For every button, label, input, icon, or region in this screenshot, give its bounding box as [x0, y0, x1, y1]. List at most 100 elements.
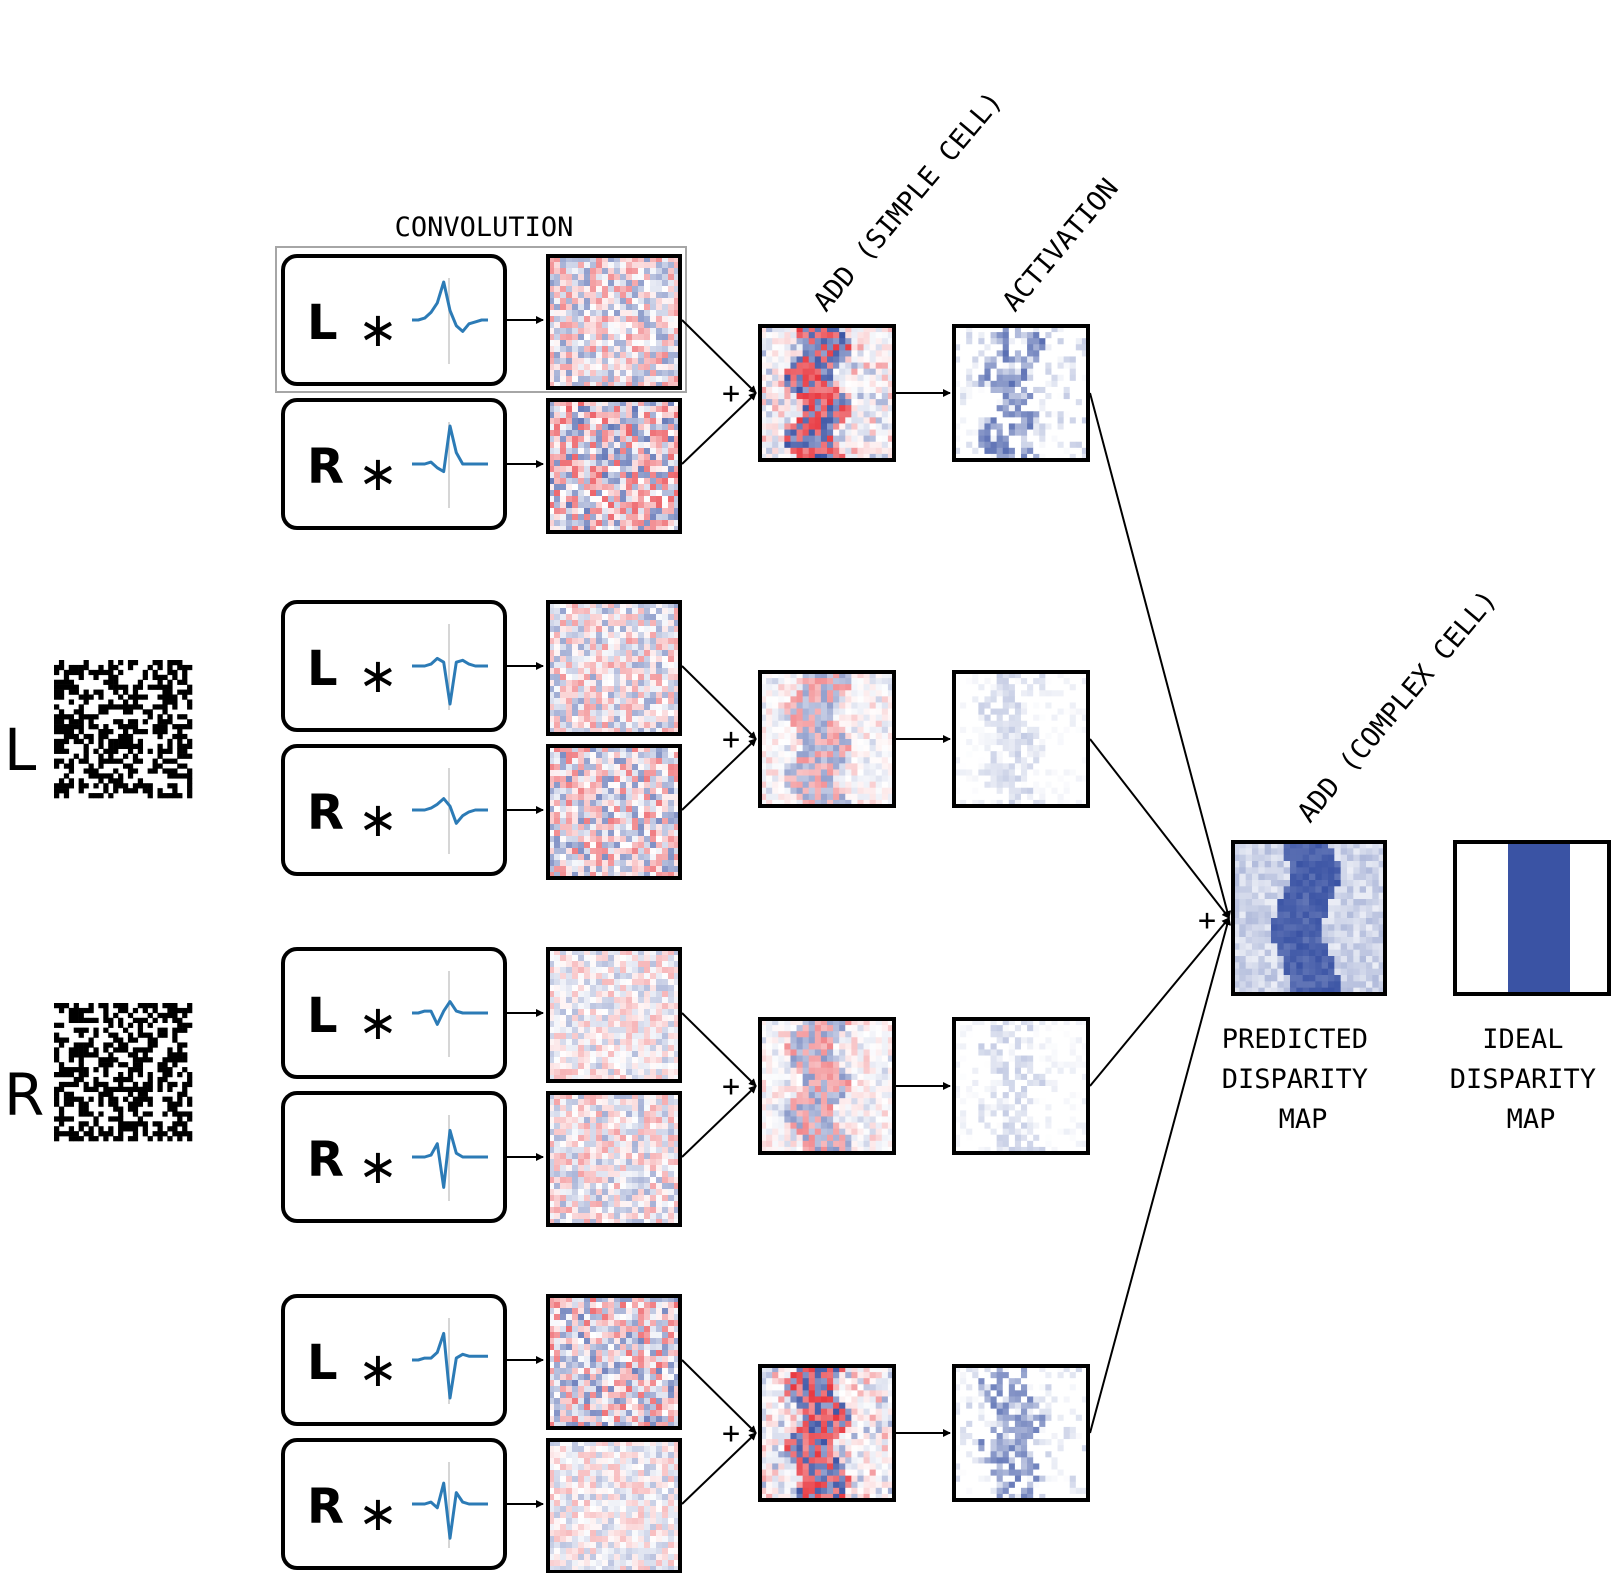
- map-pixel: [814, 411, 822, 418]
- map-pixel: [881, 453, 889, 461]
- map-pixel: [572, 412, 579, 419]
- map-pixel: [857, 787, 864, 795]
- stereogram-dot: [54, 1072, 60, 1078]
- map-pixel: [548, 614, 555, 621]
- map-pixel: [839, 447, 846, 455]
- map-pixel: [632, 656, 639, 663]
- map-pixel: [760, 696, 767, 703]
- map-pixel: [839, 399, 846, 406]
- map-pixel: [802, 423, 810, 430]
- map-pixel: [668, 358, 675, 365]
- map-pixel: [602, 304, 609, 311]
- map-pixel: [590, 806, 597, 813]
- map-pixel: [626, 686, 633, 693]
- map-pixel: [668, 484, 675, 491]
- map-pixel: [602, 686, 609, 693]
- map-pixel: [572, 364, 579, 371]
- map-pixel: [548, 328, 555, 335]
- stereogram-dot: [93, 1067, 99, 1073]
- map-pixel: [626, 478, 633, 485]
- map-pixel: [857, 374, 864, 382]
- map-pixel: [596, 979, 603, 986]
- map-pixel: [668, 466, 675, 473]
- map-pixel: [608, 716, 615, 723]
- map-pixel: [614, 728, 621, 735]
- map-pixel: [1075, 708, 1083, 716]
- map-pixel: [766, 380, 773, 388]
- map-pixel: [638, 364, 645, 371]
- map-pixel: [784, 405, 791, 412]
- map-pixel: [584, 614, 591, 621]
- map-pixel: [548, 722, 555, 729]
- map-pixel: [1057, 332, 1065, 339]
- map-pixel: [644, 704, 651, 711]
- map-pixel: [644, 322, 651, 329]
- map-pixel: [808, 332, 816, 339]
- map-pixel: [790, 799, 797, 807]
- map-pixel: [632, 686, 639, 693]
- map-pixel: [656, 274, 663, 281]
- map-pixel: [875, 393, 883, 400]
- map-pixel: [1081, 405, 1089, 412]
- map-pixel: [808, 702, 816, 709]
- map-pixel: [966, 799, 973, 807]
- stereogram-dot: [162, 1111, 168, 1117]
- map-pixel: [1021, 672, 1028, 679]
- map-pixel: [833, 757, 840, 764]
- map-pixel: [662, 632, 669, 639]
- map-pixel: [674, 316, 681, 323]
- map-pixel: [608, 406, 615, 413]
- map-pixel: [881, 726, 889, 734]
- map-pixel: [802, 405, 810, 412]
- map-pixel: [614, 656, 621, 663]
- map-pixel: [626, 788, 633, 795]
- stereogram-dot: [182, 763, 188, 769]
- map-pixel: [978, 757, 985, 764]
- map-pixel: [814, 453, 822, 461]
- stereogram-dot: [172, 1057, 178, 1063]
- map-pixel: [1027, 793, 1034, 801]
- map-pixel: [554, 1003, 561, 1010]
- map-pixel: [990, 447, 998, 455]
- map-pixel: [960, 374, 967, 382]
- map-pixel: [1081, 702, 1089, 709]
- map-pixel: [996, 751, 1004, 758]
- map-pixel: [790, 720, 797, 728]
- map-pixel: [662, 704, 669, 711]
- map-pixel: [790, 332, 797, 339]
- map-pixel: [644, 949, 651, 956]
- map-pixel: [1069, 423, 1077, 430]
- map-pixel: [1051, 423, 1058, 430]
- map-pixel: [554, 860, 561, 867]
- map-pixel: [978, 386, 985, 394]
- map-pixel: [644, 484, 651, 491]
- stereogram-dot: [147, 664, 153, 671]
- map-pixel: [1002, 423, 1010, 430]
- map-pixel: [851, 726, 858, 734]
- stereogram-dot: [63, 773, 70, 779]
- map-pixel: [1039, 678, 1046, 685]
- map-pixel: [772, 435, 779, 443]
- map-pixel: [554, 496, 561, 503]
- map-pixel: [572, 442, 579, 449]
- stereogram-dot: [157, 660, 163, 666]
- map-pixel: [674, 328, 681, 335]
- map-pixel: [1039, 399, 1046, 406]
- map-pixel: [1069, 362, 1077, 370]
- map-pixel: [833, 799, 840, 807]
- map-pixel: [566, 770, 573, 777]
- stereogram-dot: [132, 1067, 139, 1073]
- map-pixel: [638, 686, 645, 693]
- map-pixel: [626, 985, 633, 992]
- map-pixel: [820, 356, 828, 363]
- map-pixel: [1075, 368, 1083, 376]
- map-pixel: [674, 770, 681, 777]
- stereogram-dot: [167, 793, 173, 799]
- map-pixel: [778, 763, 785, 770]
- map-pixel: [984, 429, 991, 437]
- map-pixel: [1039, 799, 1046, 807]
- map-pixel: [560, 782, 567, 789]
- map-pixel: [790, 708, 797, 716]
- map-pixel: [674, 644, 681, 651]
- map-pixel: [778, 745, 785, 752]
